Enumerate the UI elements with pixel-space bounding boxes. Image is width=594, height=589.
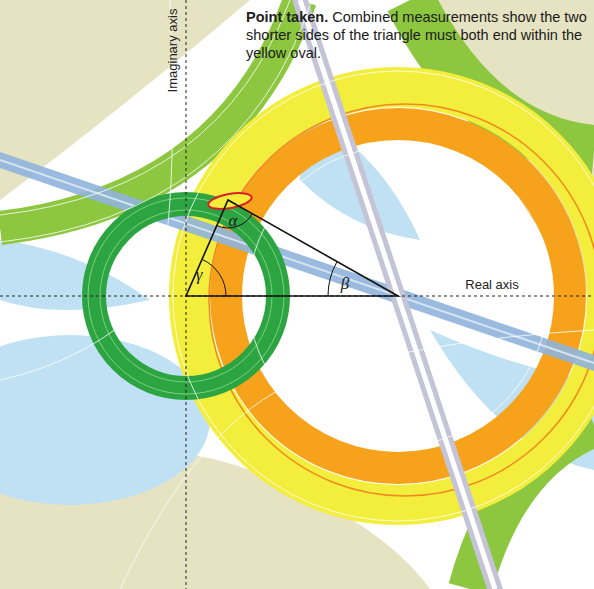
grey-band <box>292 0 503 589</box>
blue-region <box>0 240 150 310</box>
grey-band-centre <box>300 0 495 589</box>
angle-label: γ <box>196 265 203 285</box>
unitarity-triangle <box>186 200 398 296</box>
title-text: Point taken. <box>246 9 328 25</box>
axis-label: Imaginary axis <box>166 8 181 92</box>
angle-label: α <box>229 211 238 231</box>
heading-block: Point taken. Combined measurements show … <box>246 8 588 62</box>
angle-label: β <box>341 274 349 294</box>
axis-label: Real axis <box>465 277 518 292</box>
